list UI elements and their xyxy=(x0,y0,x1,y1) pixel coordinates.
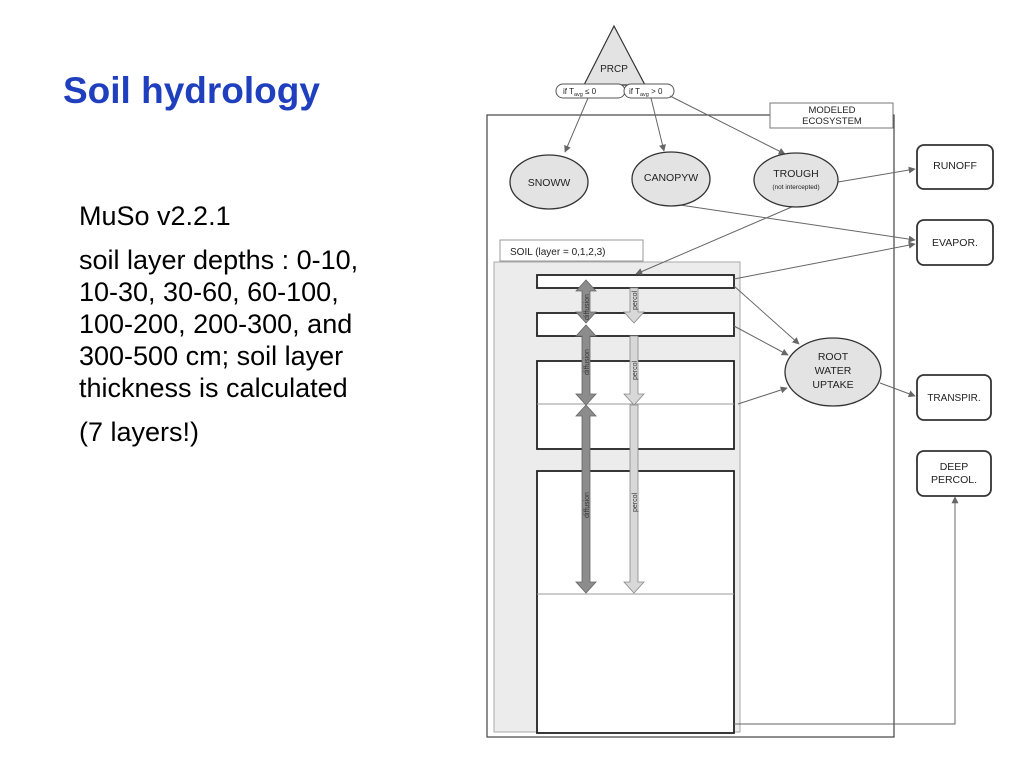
deep-label-line2: PERCOL. xyxy=(931,474,977,486)
evapor-label: EVAPOR. xyxy=(932,237,978,249)
flow-arrows xyxy=(564,95,959,725)
condition-rain-box xyxy=(623,83,675,99)
transpir-label: TRANSPIR. xyxy=(927,393,980,404)
page-title: Soil hydrology xyxy=(63,70,320,111)
canopyw-label: CANOPYW xyxy=(644,172,698,184)
root-label-line1: ROOT xyxy=(818,351,849,363)
soil-layer-0 xyxy=(536,274,735,289)
transpir-box xyxy=(916,374,992,421)
soil-label: SOIL (layer = 0,1,2,3) xyxy=(510,247,606,258)
modeled-label-line1: MODELED xyxy=(809,105,856,116)
diffusion-label-2: diffusion xyxy=(584,492,591,518)
layer-depths-text: soil layer depths : 0-10, 10-30, 30-60, … xyxy=(79,245,359,403)
version-text: MuSo v2.2.1 xyxy=(79,201,231,231)
trough-sublabel: (not intercepted) xyxy=(772,184,819,191)
root-water-uptake-node xyxy=(784,337,882,407)
slide-body: MuSo v2.2.1 soil layer depths : 0-10, 10… xyxy=(79,200,379,460)
percol-label-2: percol xyxy=(632,492,639,512)
condition-snow: if Tavg ≤ 0 xyxy=(563,87,597,98)
canopyw-node xyxy=(631,151,711,207)
diffusion-arrows xyxy=(575,279,597,594)
diffusion-label-1: diffusion xyxy=(584,349,591,375)
deep-percol-box xyxy=(916,450,992,497)
snoww-node xyxy=(509,154,589,210)
prcp-label: PRCP xyxy=(600,64,628,75)
runoff-box xyxy=(916,144,994,190)
prcp-node xyxy=(583,24,646,86)
percol-label-1: percol xyxy=(632,360,639,380)
condition-rain: if Tavg > 0 xyxy=(629,87,663,98)
ecosystem-box xyxy=(486,114,895,738)
snoww-label: SNOWW xyxy=(528,177,571,189)
runoff-label: RUNOFF xyxy=(933,160,977,172)
modeled-ecosystem-label-box xyxy=(769,102,894,129)
evapor-box xyxy=(916,219,994,266)
layers-note: (7 layers!) xyxy=(79,417,200,447)
trough-node xyxy=(753,152,839,208)
deep-label-line1: DEEP xyxy=(940,461,969,473)
percol-label-0: percol xyxy=(632,290,639,310)
root-label-line3: UPTAKE xyxy=(812,379,853,391)
modeled-label-line2: ECOSYSTEM xyxy=(802,116,862,127)
soil-label-box xyxy=(499,239,644,262)
root-label-line2: WATER xyxy=(815,365,852,377)
percolation-arrows xyxy=(623,287,645,594)
diffusion-label-0: diffusion xyxy=(584,294,591,320)
trough-label: TROUGH xyxy=(773,168,819,180)
